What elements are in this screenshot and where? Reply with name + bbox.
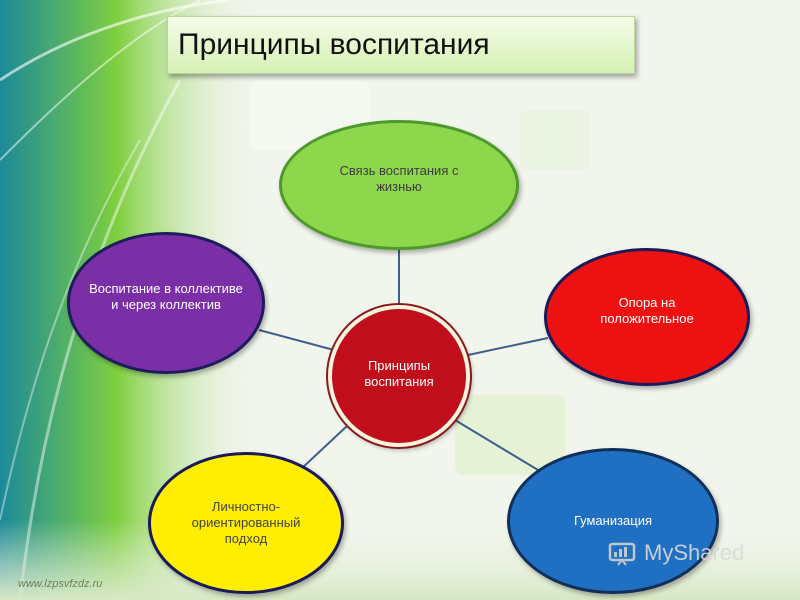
node-life-connection-label: Связь воспитания с жизнью xyxy=(339,163,459,194)
node-personal-oriented: Личностно-ориентированный подход xyxy=(148,452,344,594)
connector-personal xyxy=(299,425,348,471)
node-positive: Опора на положительное xyxy=(544,248,750,386)
title-box: Принципы воспитания xyxy=(167,16,635,74)
node-collective: Воспитание в коллективе и через коллекти… xyxy=(67,232,265,374)
node-humanization: Гуманизация xyxy=(507,448,719,594)
page-title: Принципы воспитания xyxy=(178,28,490,61)
node-life-connection: Связь воспитания с жизнью xyxy=(279,120,519,250)
node-center: Принципы воспитания xyxy=(328,305,470,447)
connector-humanization xyxy=(454,419,539,471)
watermark: MyShared xyxy=(608,538,744,568)
footer-url: www.lzpsvfzdz.ru xyxy=(18,578,103,590)
node-positive-label: Опора на положительное xyxy=(600,295,694,326)
watermark-text: MyShared xyxy=(644,540,745,565)
connector-positive xyxy=(467,337,549,356)
myshared-logo-icon xyxy=(608,542,636,566)
node-personal-oriented-label: Личностно-ориентированный подход xyxy=(191,499,301,546)
node-humanization-label: Гуманизация xyxy=(573,513,653,528)
connector-collective xyxy=(258,329,335,351)
node-center-label: Принципы воспитания xyxy=(364,358,434,389)
node-collective-label: Воспитание в коллективе и через коллекти… xyxy=(89,281,243,312)
